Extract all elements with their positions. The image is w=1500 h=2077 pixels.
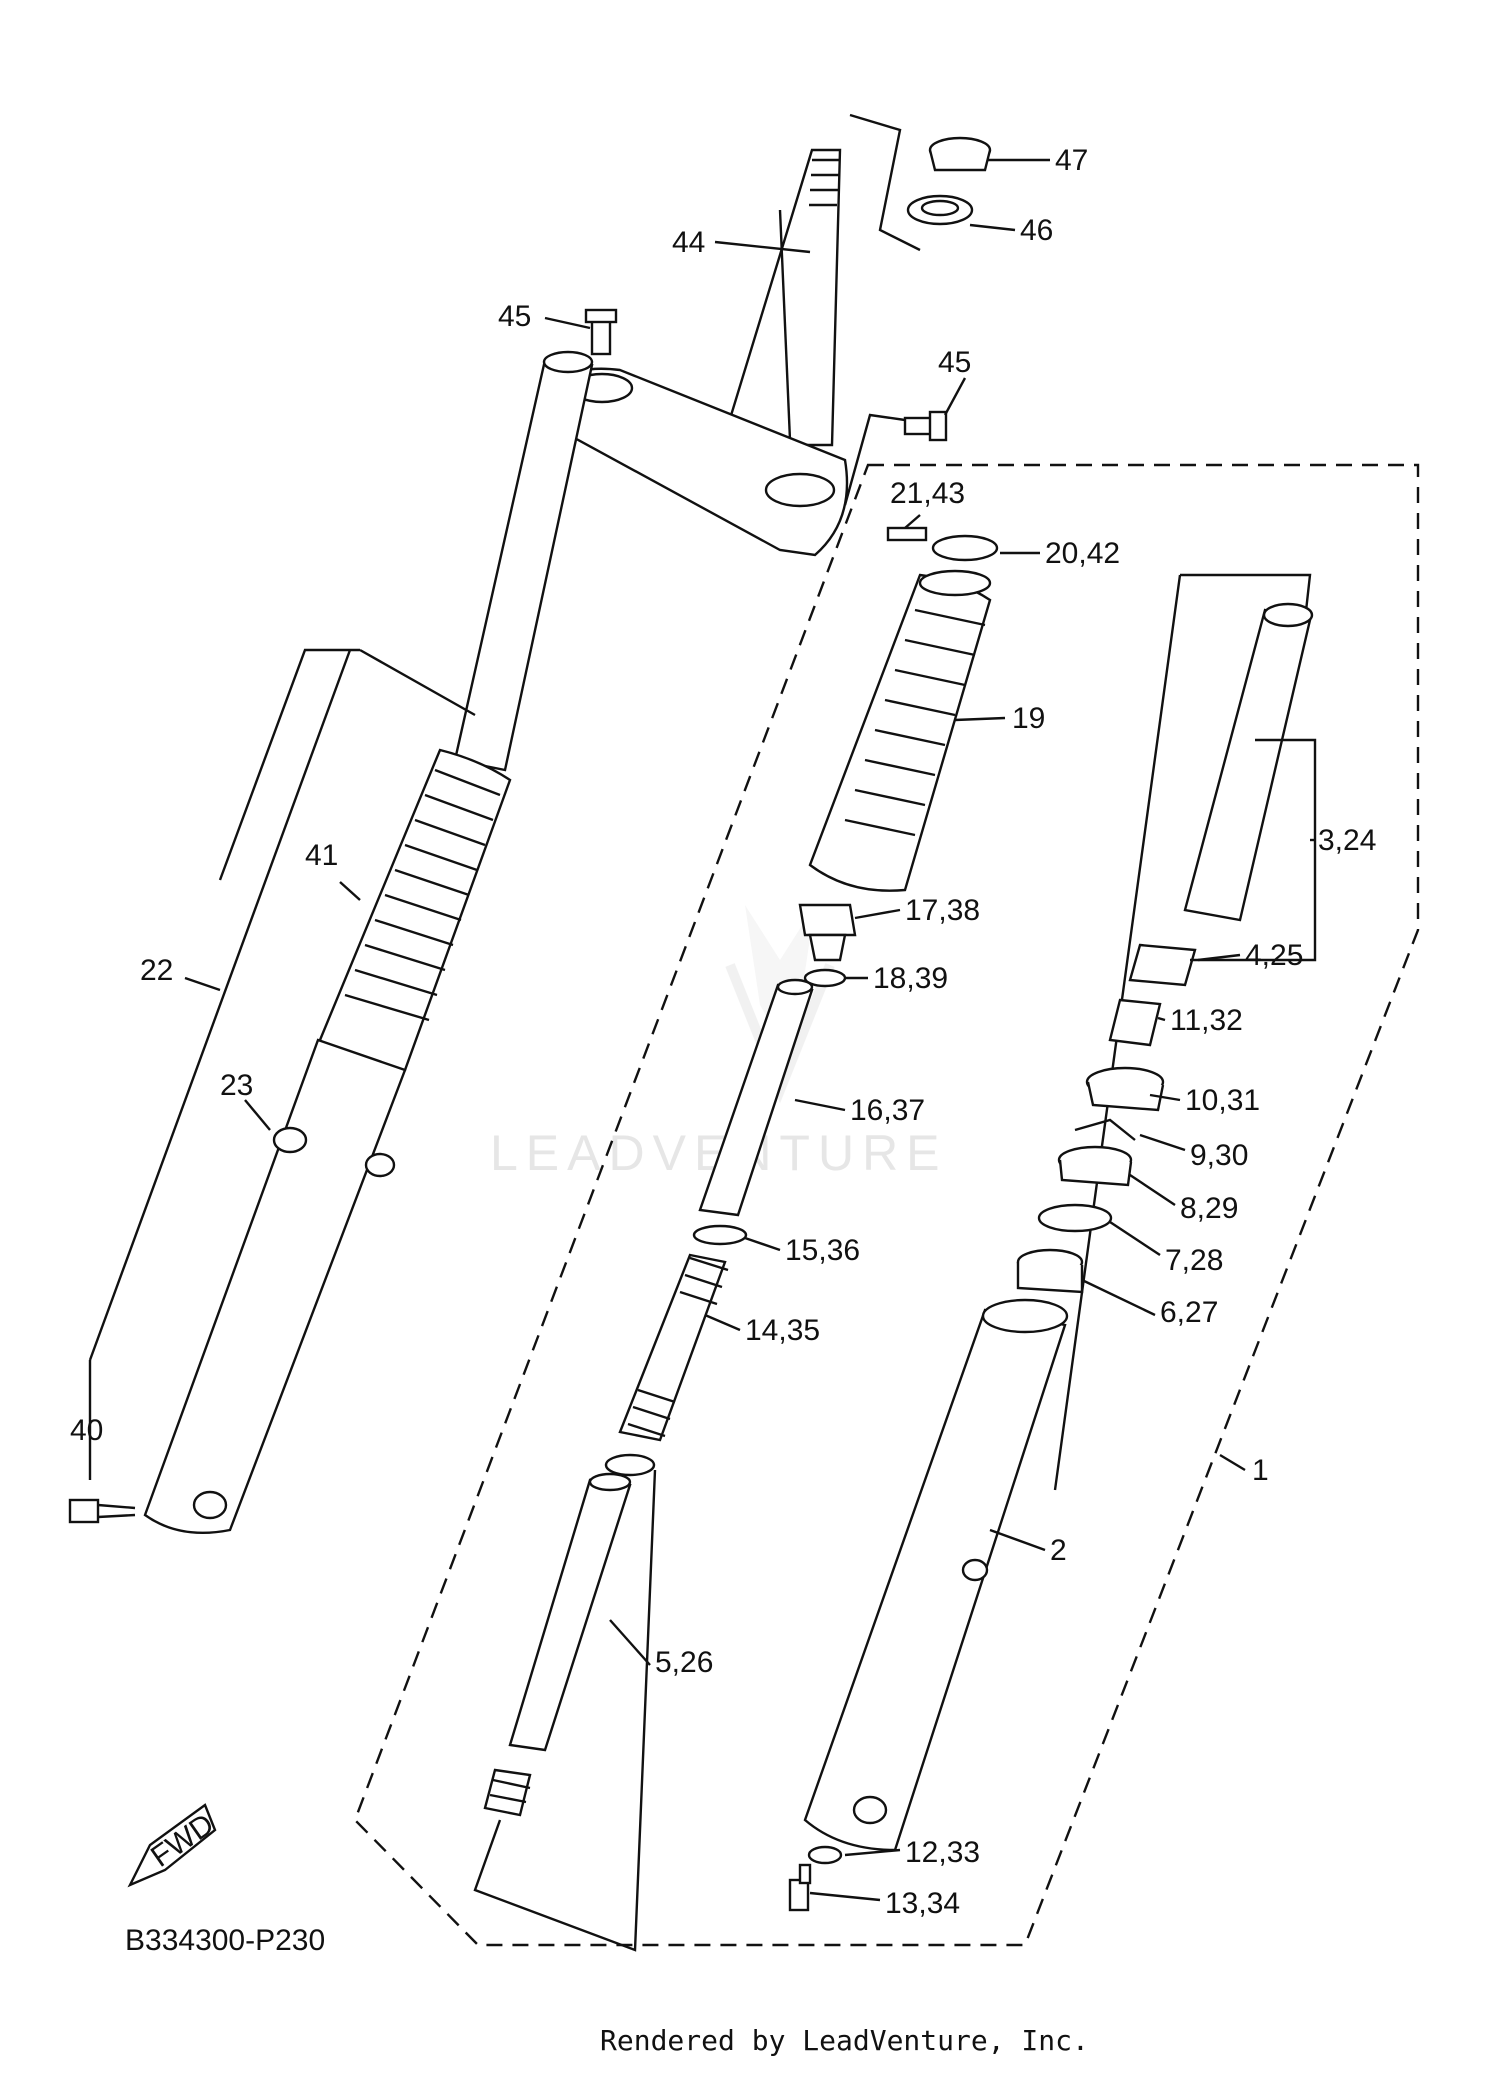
callout-21-43: 21,43 xyxy=(890,477,965,510)
callout-41: 41 xyxy=(305,839,338,872)
callout-labels: 47 46 44 45 45 21,43 20,42 19 3,24 41 17… xyxy=(70,144,1376,1920)
boot-19 xyxy=(808,569,992,892)
footer-credit: Rendered by LeadVenture, Inc. xyxy=(600,2024,1089,2057)
bushing-6-27 xyxy=(1016,1248,1084,1294)
diagram-code: B334300-P230 xyxy=(125,1924,325,1957)
callout-15-36: 15,36 xyxy=(785,1234,860,1267)
callout-47: 47 xyxy=(1055,144,1088,177)
leader-bracket-bolt xyxy=(843,413,906,506)
leader-damper-group xyxy=(473,1469,657,1952)
fork-boot-41 xyxy=(318,748,512,1072)
callout-12-33: 12,33 xyxy=(905,1836,980,1869)
callout-9-30: 9,30 xyxy=(1190,1139,1248,1172)
callout-40: 40 xyxy=(70,1414,103,1447)
inner-tube-right xyxy=(1183,602,1314,922)
clamp-20-42 xyxy=(931,534,999,562)
leader-3-24 xyxy=(1190,738,1317,962)
callout-3-24: 3,24 xyxy=(1318,824,1376,857)
oil-seal-8-29 xyxy=(1057,1145,1133,1187)
washer-15-36 xyxy=(692,1224,748,1246)
leader-22 xyxy=(88,649,352,1361)
callout-19: 19 xyxy=(1012,702,1045,735)
fwd-arrow-icon xyxy=(127,1803,217,1888)
damper-rod-5-26 xyxy=(508,1472,632,1752)
callout-13-34: 13,34 xyxy=(885,1887,960,1920)
clip-9-30 xyxy=(1074,1118,1136,1141)
callout-14-35: 14,35 xyxy=(745,1314,820,1347)
callout-45-right: 45 xyxy=(938,346,971,379)
callout-2: 2 xyxy=(1050,1534,1067,1567)
bolt-45-left xyxy=(584,308,618,356)
washer-12-33 xyxy=(807,1845,843,1865)
callout-10-31: 10,31 xyxy=(1185,1084,1260,1117)
callout-5-26: 5,26 xyxy=(655,1646,713,1679)
steering-stem-44 xyxy=(720,148,842,447)
cap-bolt-17-38 xyxy=(798,903,857,962)
callout-45-left: 45 xyxy=(498,300,531,333)
callout-1: 1 xyxy=(1252,1454,1269,1487)
callout-18-39: 18,39 xyxy=(873,962,948,995)
callout-7-28: 7,28 xyxy=(1165,1244,1223,1277)
callout-17-38: 17,38 xyxy=(905,894,980,927)
callout-4-25: 4,25 xyxy=(1245,939,1303,972)
bushing-4-25 xyxy=(1128,943,1197,987)
rebound-spring xyxy=(483,1768,532,1817)
seal-10-31 xyxy=(1085,1066,1165,1112)
callout-16-37: 16,37 xyxy=(850,1094,925,1127)
callout-leaders xyxy=(184,158,1315,1902)
inner-tube-left xyxy=(453,350,594,772)
nut-47 xyxy=(928,136,992,172)
callout-11-32: 11,32 xyxy=(1170,1004,1243,1037)
bolt-45-right xyxy=(903,410,948,442)
callout-6-27: 6,27 xyxy=(1160,1296,1218,1329)
callout-20-42: 20,42 xyxy=(1045,537,1120,570)
callout-46: 46 xyxy=(1020,214,1053,247)
screw-21-43 xyxy=(886,526,928,542)
bolt-40 xyxy=(68,1498,136,1524)
bushing-11-32 xyxy=(1108,998,1162,1047)
drain-bolt-13-34 xyxy=(788,1863,812,1912)
outer-tube-right-2 xyxy=(803,1298,1069,1852)
callout-8-29: 8,29 xyxy=(1180,1192,1238,1225)
leader-41 xyxy=(218,648,476,881)
ring-upper xyxy=(604,1453,656,1477)
spring-14-35 xyxy=(618,1253,729,1442)
outer-tube-left xyxy=(143,1038,407,1535)
leader-stem-group xyxy=(849,113,921,252)
washer-46 xyxy=(906,194,974,226)
spacer-16-37 xyxy=(698,978,814,1217)
callout-23: 23 xyxy=(220,1069,253,1102)
callout-22: 22 xyxy=(140,954,173,987)
washer-7-28 xyxy=(1037,1203,1113,1233)
assembly-boundary xyxy=(353,463,1420,1947)
callout-44: 44 xyxy=(672,226,705,259)
